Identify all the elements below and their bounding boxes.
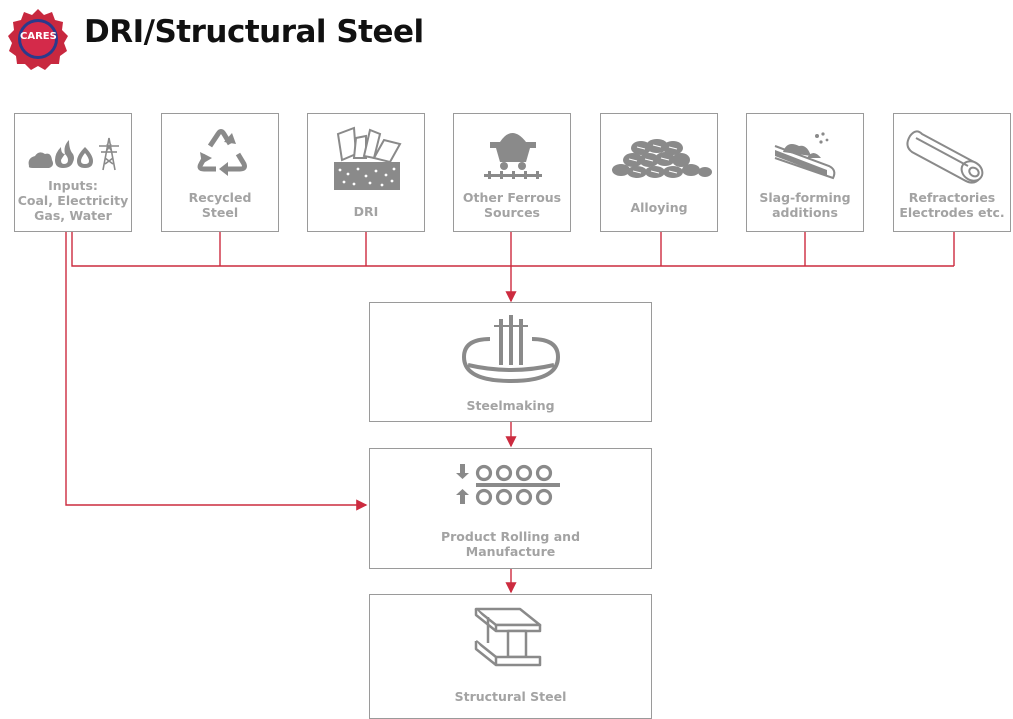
input-box-dri: DRI (307, 113, 425, 232)
header: CARES DRI/Structural Steel (0, 0, 1013, 80)
cares-logo (8, 9, 68, 70)
ore-pile-icon (612, 139, 712, 178)
electrode-icon (906, 130, 984, 184)
input-box-alloying: Alloying (600, 113, 718, 232)
arrow-inputs-to-rolling (65, 232, 368, 511)
coal-flame-water-pylon-icon (28, 137, 119, 171)
i-beam-icon (474, 607, 542, 667)
input-bus-line (71, 232, 954, 267)
conveyor-icon (774, 132, 836, 180)
page-title: DRI/Structural Steel (84, 14, 424, 50)
process-label-structural-steel: Structural Steel (454, 689, 567, 704)
rolling-mill-icon (456, 464, 560, 506)
mine-cart-icon (484, 133, 542, 179)
recycle-icon (197, 129, 247, 176)
process-box-steelmaking: Steelmaking (369, 302, 652, 422)
dri-icon (334, 126, 402, 190)
input-label-alloying: Alloying (630, 200, 688, 215)
logo-text: CARES (20, 31, 57, 42)
furnace-icon (461, 315, 561, 384)
input-label-dri: DRI (353, 204, 379, 219)
process-box-structural-steel: Structural Steel (369, 594, 652, 719)
process-label-steelmaking: Steelmaking (466, 398, 555, 413)
